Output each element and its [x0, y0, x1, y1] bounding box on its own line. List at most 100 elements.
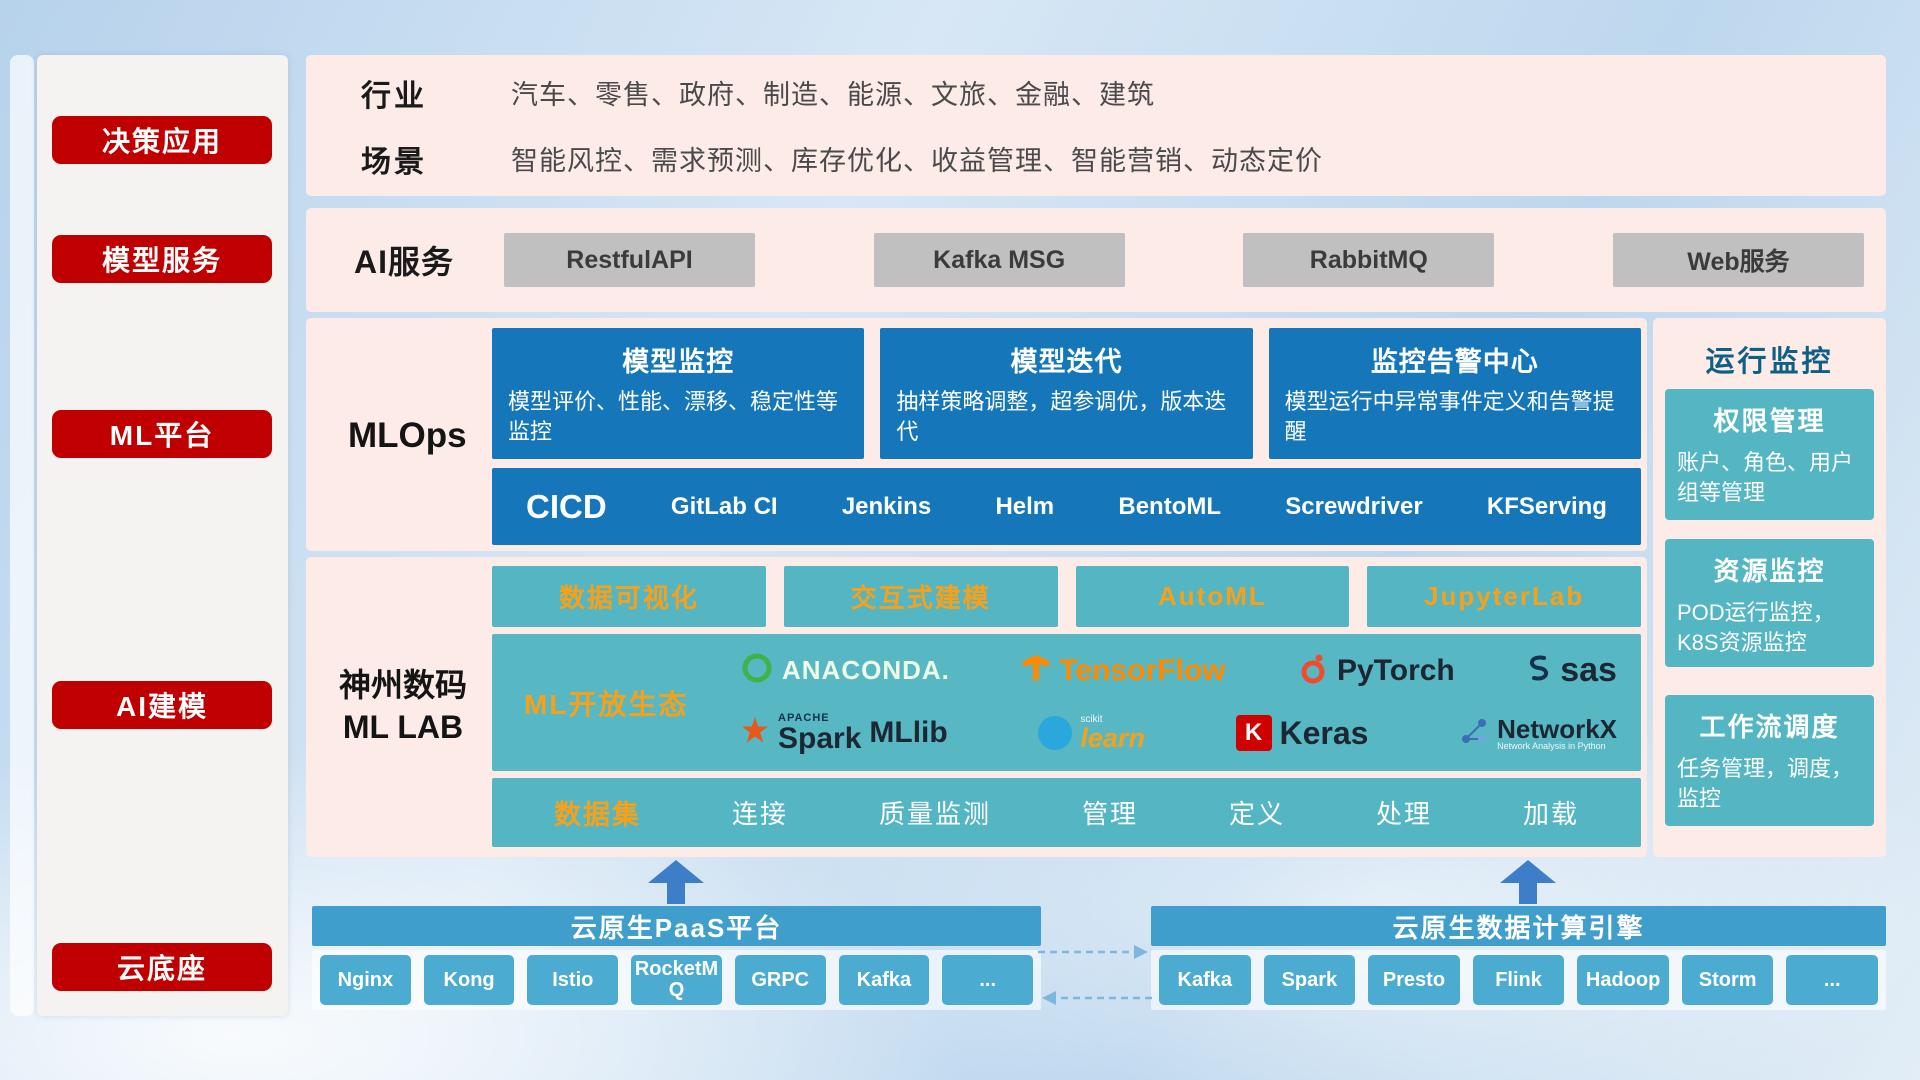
- mllab-label: 神州数码 ML LAB: [320, 665, 486, 748]
- kafka-msg-block: Kafka MSG: [873, 233, 1125, 287]
- industry-list: 汽车、零售、政府、制造、能源、文旅、金融、建筑: [511, 80, 1155, 110]
- rocketmq-chip: RocketMQ: [631, 955, 722, 1005]
- engine-components: Kafka Spark Presto Flink Hadoop Storm ..…: [1151, 950, 1886, 1010]
- dataset-label: 数据集: [554, 800, 641, 830]
- tensorflow-logo: TensorFlow: [1021, 652, 1225, 689]
- mllib-label: MLlib: [869, 716, 948, 750]
- card-title: 模型迭代: [1010, 347, 1123, 377]
- cicd-bar: CICD GitLab CI Jenkins Helm BentoML Scre…: [492, 468, 1641, 545]
- layer-sidebar: 决策应用 模型服务 ML平台 AI建模 云底座: [37, 55, 288, 1016]
- kfserving-item: KFServing: [1486, 492, 1607, 520]
- cicd-label: CICD: [526, 487, 607, 525]
- dataset-process: 处理: [1375, 799, 1432, 829]
- mlops-label: MLOps: [348, 416, 467, 455]
- sas-logo: sas: [1526, 651, 1617, 690]
- networkx-logo: NetworkX Network Analysis in Python: [1459, 716, 1617, 751]
- web-service-block: Web服务: [1612, 233, 1864, 287]
- jupyterlab-block: JupyterLab: [1367, 566, 1641, 627]
- automl-block: AutoML: [1075, 566, 1350, 627]
- rabbitmq-block: RabbitMQ: [1243, 233, 1495, 287]
- helm-item: Helm: [995, 492, 1055, 520]
- spark-chip: Spark: [1263, 955, 1356, 1005]
- dataset-connect: 连接: [731, 799, 788, 829]
- dataset-load: 加载: [1522, 799, 1579, 829]
- tensorflow-icon: [1021, 652, 1051, 689]
- mllab-panel: 神州数码 ML LAB 数据可视化 交互式建模 AutoML JupyterLa…: [306, 557, 1647, 857]
- keras-logo: K Keras: [1235, 715, 1368, 752]
- pytorch-logo: PyTorch: [1297, 651, 1455, 690]
- dataset-bar: 数据集 连接 质量监测 管理 定义 处理 加载: [492, 778, 1641, 847]
- pytorch-icon: [1297, 651, 1329, 690]
- nginx-chip: Nginx: [320, 955, 411, 1005]
- up-arrow-paas: [648, 860, 704, 904]
- alert-center-card: 监控告警中心 模型运行中异常事件定义和告警提醒: [1268, 328, 1641, 459]
- industry-scene-panel: 行业 汽车、零售、政府、制造、能源、文旅、金融、建筑 场景 智能风控、需求预测、…: [306, 55, 1886, 196]
- dataset-manage: 管理: [1081, 799, 1138, 829]
- card-desc: 抽样策略调整，超参调优，版本迭代: [896, 389, 1227, 444]
- ecosystem-logos: ANACONDA. TensorFlow PyTorch sas: [740, 640, 1617, 765]
- spark-icon: [740, 716, 770, 751]
- scene-label: 场景: [361, 145, 427, 179]
- sidebar-item-cloud-base: 云底座: [52, 943, 272, 991]
- sidebar-item-ai-modeling: AI建模: [52, 681, 272, 729]
- bidirectional-link-arrows: [1038, 945, 1152, 1005]
- grpc-chip: GRPC: [734, 955, 826, 1005]
- sidebar-item-ml-platform: ML平台: [52, 410, 272, 458]
- ai-service-label: AI服务: [354, 244, 455, 280]
- mlops-panel: MLOps 模型监控 模型评价、性能、漂移、稳定性等监控 模型迭代 抽样策略调整…: [306, 318, 1647, 551]
- flink-chip: Flink: [1472, 955, 1565, 1005]
- dataset-quality: 质量监测: [878, 799, 991, 829]
- gitlab-ci-item: GitLab CI: [670, 492, 778, 520]
- model-iteration-card: 模型迭代 抽样策略调整，超参调优，版本迭代: [880, 328, 1253, 459]
- sidebar-item-model-service: 模型服务: [52, 235, 272, 283]
- runtime-monitor-panel: 运行监控 权限管理 账户、角色、用户组等管理 资源监控 POD运行监控，K8S资…: [1653, 318, 1886, 857]
- up-arrow-engine: [1500, 860, 1556, 904]
- card-title: 监控告警中心: [1370, 347, 1539, 377]
- model-monitoring-card: 模型监控 模型评价、性能、漂移、稳定性等监控: [492, 328, 865, 459]
- hadoop-chip: Hadoop: [1577, 955, 1669, 1005]
- workflow-schedule-card: 工作流调度 任务管理，调度，监控: [1665, 695, 1874, 826]
- runtime-monitor-title: 运行监控: [1705, 346, 1834, 378]
- keras-icon: K: [1235, 715, 1272, 752]
- istio-chip: Istio: [527, 955, 619, 1005]
- sas-icon: [1526, 653, 1552, 688]
- scikit-learn-icon: [1038, 716, 1073, 751]
- kong-chip: Kong: [423, 955, 515, 1005]
- networkx-icon: [1459, 716, 1489, 751]
- apache-label: APACHE: [778, 711, 830, 724]
- anaconda-logo: ANACONDA.: [740, 651, 950, 690]
- data-engine-bar: 云原生数据计算引擎: [1151, 906, 1886, 946]
- storm-chip: Storm: [1681, 955, 1774, 1005]
- paas-components: Nginx Kong Istio RocketMQ GRPC Kafka ...: [312, 950, 1041, 1010]
- paas-platform-bar: 云原生PaaS平台: [312, 906, 1041, 946]
- more2-chip: ...: [1786, 955, 1879, 1005]
- left-decorative-strip: [10, 55, 34, 1016]
- more-chip: ...: [942, 955, 1034, 1005]
- jenkins-item: Jenkins: [841, 492, 932, 520]
- anaconda-icon: [740, 651, 774, 690]
- ml-ecosystem-area: ML开放生态 ANACONDA. TensorFlow PyTorch: [492, 634, 1641, 771]
- logo-row-1: ANACONDA. TensorFlow PyTorch sas: [740, 651, 1617, 690]
- ai-service-panel: AI服务 RestfulAPI Kafka MSG RabbitMQ Web服务: [306, 208, 1886, 312]
- scikit-learn-logo: scikit learn: [1038, 714, 1145, 752]
- ai-service-buttons: RestfulAPI Kafka MSG RabbitMQ Web服务: [504, 233, 1864, 287]
- permission-mgmt-card: 权限管理 账户、角色、用户组等管理: [1665, 389, 1874, 520]
- restful-api-block: RestfulAPI: [504, 233, 755, 287]
- logo-row-2: APACHE Spark MLlib scikit learn K: [740, 711, 1617, 755]
- card-desc: 模型评价、性能、漂移、稳定性等监控: [508, 389, 839, 444]
- data-visualization-block: 数据可视化: [492, 566, 766, 627]
- mllab-tools: 数据可视化 交互式建模 AutoML JupyterLab: [492, 566, 1641, 627]
- interactive-modeling-block: 交互式建模: [783, 566, 1058, 627]
- ml-ecosystem-label: ML开放生态: [524, 688, 689, 720]
- bentoml-item: BentoML: [1118, 492, 1222, 520]
- mlops-cards: 模型监控 模型评价、性能、漂移、稳定性等监控 模型迭代 抽样策略调整，超参调优，…: [492, 328, 1641, 459]
- dataset-define: 定义: [1228, 799, 1285, 829]
- card-title: 模型监控: [622, 347, 735, 377]
- kafka-chip: Kafka: [838, 955, 930, 1005]
- spark-mllib-logo: APACHE Spark MLlib: [740, 711, 948, 755]
- screwdriver-item: Screwdriver: [1285, 492, 1423, 520]
- spark-label: Spark: [778, 721, 862, 755]
- presto-chip: Presto: [1368, 955, 1460, 1005]
- mllab-label-line1: 神州数码: [338, 667, 467, 703]
